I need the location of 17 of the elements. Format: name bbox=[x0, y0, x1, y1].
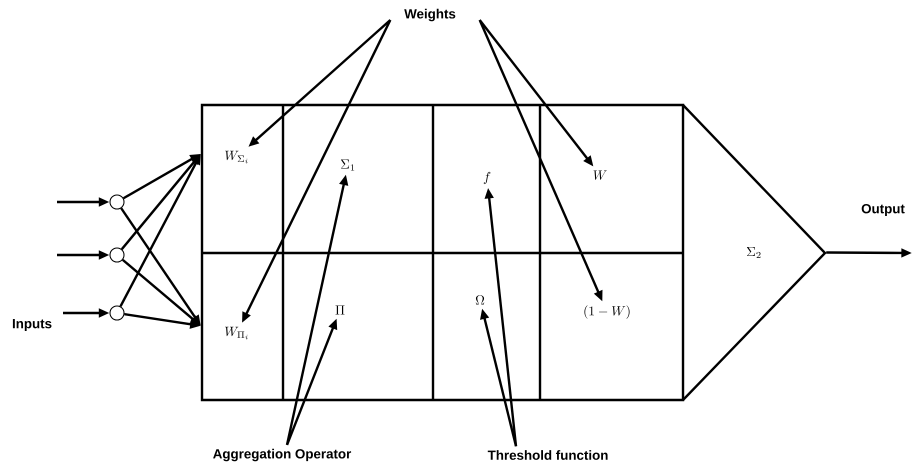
grid-box bbox=[200, 104, 684, 402]
cell-symbol: $(1-W)$ bbox=[584, 305, 630, 319]
cell-symbol: $\Omega$ bbox=[476, 295, 484, 305]
cell-symbol: $W$ bbox=[594, 170, 607, 180]
cell-symbol: $\Sigma_1$ bbox=[340, 159, 354, 171]
cell-symbol: $\Pi$ bbox=[335, 305, 345, 315]
input-node-circle bbox=[109, 194, 125, 210]
cell-symbol: $f$ bbox=[484, 172, 490, 184]
cell-symbol: $W_{\Pi_i}$ bbox=[225, 326, 248, 340]
input-label: Inputs bbox=[12, 319, 52, 331]
cell-symbol: $W_{\Sigma_i}$ bbox=[225, 150, 248, 164]
input-node-circle bbox=[109, 247, 125, 263]
callout-label: Weights bbox=[404, 8, 456, 22]
callout-label: Aggregation Operator bbox=[213, 448, 352, 462]
output-label: Output bbox=[862, 204, 905, 216]
callout-label: Threshold function bbox=[488, 450, 608, 460]
input-node-circle bbox=[109, 305, 125, 321]
